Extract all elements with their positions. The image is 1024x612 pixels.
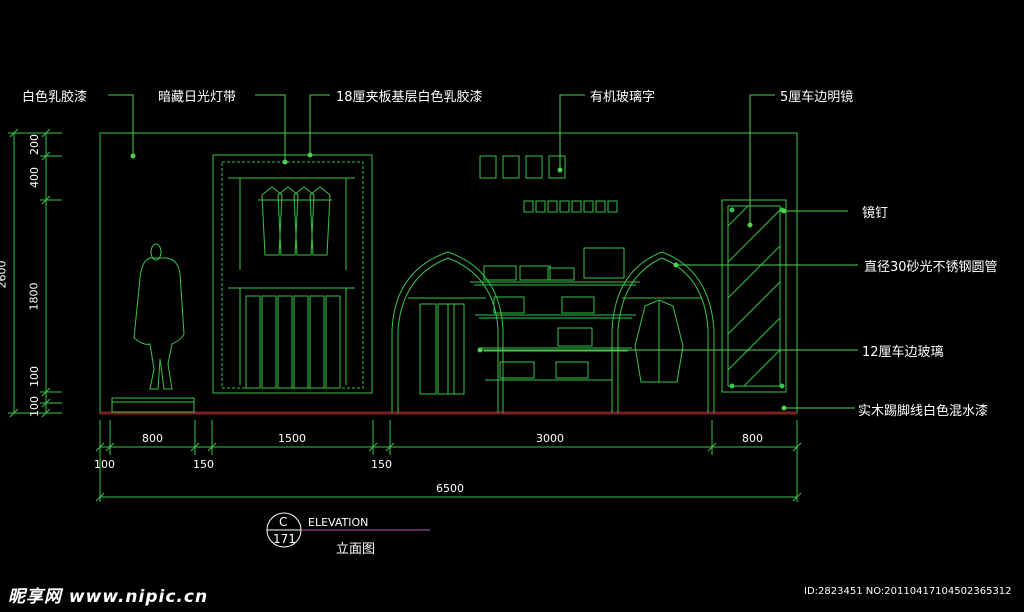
- dim-150-left: 150: [193, 458, 214, 471]
- symbol-number: 171: [273, 532, 296, 546]
- label-acrylic-letters: 有机玻璃字: [590, 90, 656, 105]
- dim-800-left: 800: [142, 432, 163, 445]
- leader-white-paint: [108, 94, 134, 156]
- label-plywood-base: 18厘夹板基层白色乳胶漆: [336, 90, 483, 105]
- right-arch-jacket: [634, 299, 684, 383]
- vdim-1800: 1800: [27, 282, 41, 311]
- mirror-frame: [721, 199, 787, 393]
- dim-100: 100: [94, 458, 115, 471]
- label-white-latex-paint: 白色乳胶漆: [22, 90, 88, 105]
- right-arch: [611, 251, 715, 413]
- label-steel-tube: 直径30砂光不锈钢圆管: [864, 260, 998, 275]
- vdim-200: 200: [28, 134, 41, 155]
- watermark-brand: 昵享网 www.nipic.cn: [8, 587, 209, 607]
- glass-shelves: [470, 281, 640, 381]
- watermark-id: ID:2823451 NO:20110417104502365312: [804, 586, 1012, 597]
- leader-dots: [130, 152, 787, 411]
- mirror-nails: [729, 207, 785, 389]
- left-arch-trousers: [419, 303, 465, 395]
- acrylic-letters: [479, 155, 566, 179]
- horizontal-dimensions: [95, 420, 802, 502]
- hanging-panel: [212, 154, 373, 394]
- vdim-100-b: 100: [28, 396, 41, 417]
- dim-3000: 3000: [536, 432, 564, 445]
- mannequin: [111, 243, 195, 413]
- dim-1500: 1500: [278, 432, 306, 445]
- dim-total-6500: 6500: [436, 482, 464, 495]
- vertical-dimensions: [8, 128, 62, 418]
- mirror-hatch: [727, 205, 781, 387]
- upper-jackets: [258, 186, 332, 256]
- vdim-2600: 2600: [0, 260, 9, 289]
- label-hidden-light-strip: 暗藏日光灯带: [158, 90, 237, 105]
- small-letters: [523, 200, 618, 213]
- vdim-400: 400: [28, 167, 41, 188]
- title-cn: 立面图: [336, 542, 376, 557]
- lower-trousers: [245, 295, 341, 389]
- title-en: ELEVATION: [308, 516, 369, 529]
- label-skirting: 实木踢脚线白色混水漆: [858, 404, 989, 419]
- symbol-letter: C: [279, 515, 288, 529]
- dim-800-right: 800: [742, 432, 763, 445]
- leader-light-strip: [255, 94, 286, 162]
- vdim-100-a: 100: [28, 366, 41, 387]
- label-mirror-nail: 镜钉: [862, 206, 889, 221]
- label-bevel-mirror: 5厘车边明镜: [780, 90, 854, 105]
- folded-clothes: [483, 247, 625, 379]
- leader-acrylic: [559, 94, 585, 170]
- leader-mirror: [749, 94, 775, 225]
- label-bevel-glass: 12厘车边玻璃: [862, 345, 944, 360]
- left-arch: [391, 251, 504, 413]
- section-symbol: [266, 512, 430, 548]
- leader-plywood: [309, 94, 330, 155]
- dim-150-right: 150: [371, 458, 392, 471]
